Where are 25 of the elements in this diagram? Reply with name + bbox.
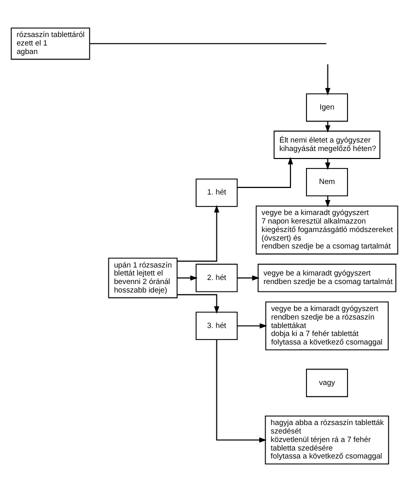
arrow: [216, 340, 267, 443]
arrow: [177, 275, 198, 281]
arrow: [177, 294, 220, 314]
arrow: [325, 196, 330, 208]
node-box: Igen: [306, 93, 348, 122]
node-box: hagyja abba a rózsaszín tabletták szedését közvetlenül térjen rá a 7 fehér tabletta szedésére folytassa a következő csomaggal: [264, 416, 390, 464]
node-box: vegye be a kimaradt gyógyszert rendben szedje be a rózsaszín tablettákat dobja ki a 7 fehér tablettát folytassa a következő csomaggal: [265, 301, 389, 350]
node-box: 2. hét: [196, 264, 238, 292]
arrow: [237, 156, 294, 188]
arrow: [177, 204, 220, 262]
arrow: [237, 323, 268, 328]
node-box: rózsaszín tablettáról ezett el 1 agban: [10, 28, 90, 60]
node-box: upán 1 rózsaszín blettát lejtett el bevenni 2 óránál hosszabb ideje): [108, 258, 178, 298]
node-box: 3. hét: [196, 312, 238, 340]
arrow: [325, 158, 330, 170]
arrow: [237, 275, 260, 281]
node-box: vegye be a kimaradt gyógyszert rendben szedje be a csomag tartalmát: [258, 264, 396, 292]
node-box: 1. hét: [196, 178, 238, 207]
connector: [90, 43, 326, 44]
arrow: [325, 64, 330, 96]
node-box: vagy: [306, 368, 348, 398]
node-box: Nem: [306, 168, 348, 196]
node-box: vegye be a kimaradt gyógyszert 7 napon keresztül alkalmazzon kiegészítő fogamzásgátló módszereket (óvszert) és rendben szedje be a csomag tartalmát: [256, 206, 398, 254]
arrow: [325, 121, 330, 133]
node-box: Élt nemi életet a gyógyszer kihagyását megelőző héten?: [274, 130, 380, 159]
